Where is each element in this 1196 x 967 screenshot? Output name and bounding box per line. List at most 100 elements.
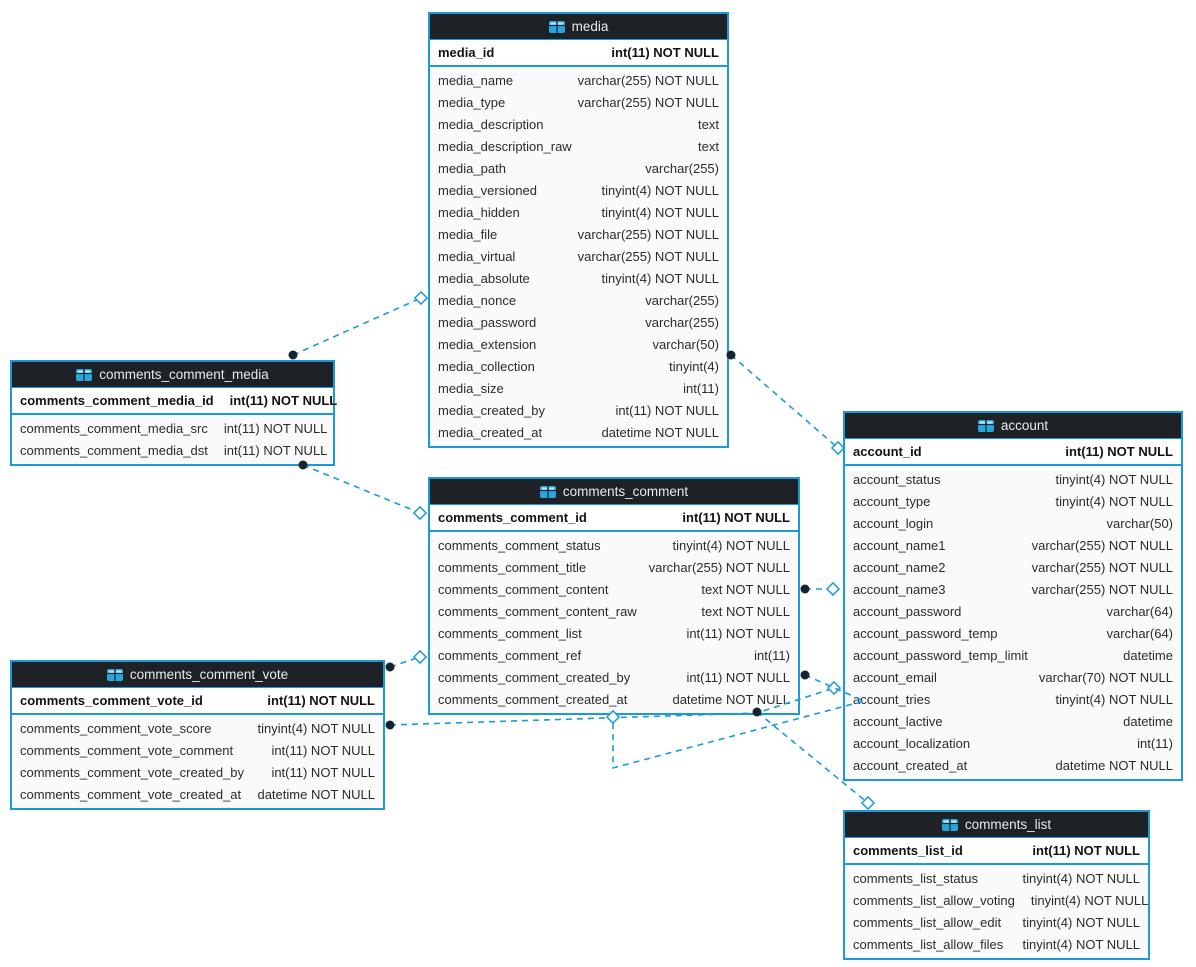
column-name: media_created_by: [438, 402, 545, 418]
column-name: account_id: [853, 444, 922, 459]
column-type: int(11): [1137, 735, 1173, 751]
table-grid-icon: [977, 419, 994, 432]
connector-fk-comments_comment_media-comments_comment[interactable]: [298, 460, 428, 521]
connector-fk-comments_comment_media-media[interactable]: [288, 290, 429, 360]
column-type: tinyint(4): [669, 358, 719, 374]
column-name: comments_list_allow_files: [853, 936, 1004, 952]
connector-line[interactable]: [292, 297, 422, 356]
column-row[interactable]: comments_list_allow_files tinyint(4) NOT …: [845, 933, 1148, 955]
connector-fk-media-account[interactable]: [726, 350, 846, 456]
table-title: comments_comment: [562, 484, 689, 499]
column-type: tinyint(4) NOT NULL: [1022, 936, 1140, 952]
column-type: int(11) NOT NULL: [686, 625, 790, 641]
column-type: varchar(64): [1106, 603, 1173, 619]
column-type: varchar(50): [652, 336, 719, 352]
connector-line[interactable]: [730, 354, 839, 449]
table-header[interactable]: account: [845, 413, 1181, 439]
column-name: media_absolute: [438, 270, 530, 286]
column-name: comments_comment_vote_created_at: [20, 786, 242, 802]
column-name: account_name2: [853, 559, 946, 575]
connector-fk-comments_comment-account[interactable]: [800, 581, 841, 597]
column-name: account_lactive: [853, 713, 943, 729]
column-name: account_type: [853, 493, 931, 509]
column-name: comments_comment_created_by: [438, 669, 631, 685]
table-header[interactable]: comments_comment_vote: [12, 662, 383, 688]
column-name: account_login: [853, 515, 934, 531]
column-name: comments_comment_content_raw: [438, 603, 637, 619]
column-name: comments_comment_title: [438, 559, 587, 575]
table-header[interactable]: media: [430, 14, 727, 40]
connector-line[interactable]: [302, 464, 421, 514]
column-type: int(11) NOT NULL: [271, 742, 375, 758]
table-header[interactable]: comments_comment: [430, 479, 798, 505]
column-type: varchar(255): [645, 292, 719, 308]
table-header[interactable]: comments_list: [845, 812, 1148, 838]
table-header[interactable]: comments_comment_media: [12, 362, 333, 388]
connector-line[interactable]: [389, 656, 421, 668]
connector-fk-comments_comment_vote-comments_comment[interactable]: [385, 649, 428, 672]
column-name: account_password_temp: [853, 625, 998, 641]
